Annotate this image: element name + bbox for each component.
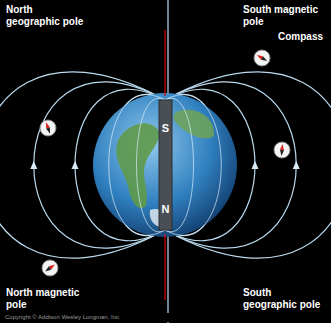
compass (42, 260, 58, 276)
compass (40, 120, 56, 136)
field-line (165, 95, 221, 236)
compasses (40, 50, 290, 276)
magnet-pole-letter: S (160, 121, 171, 136)
part-label: North magnetic pole (4, 286, 90, 311)
continent (116, 123, 158, 208)
part-label: South magnetic pole (241, 3, 327, 28)
field-arrow (30, 161, 37, 169)
field-lines-over (109, 95, 222, 236)
part-label: Compass (276, 30, 331, 44)
part-label: South geographic pole (241, 286, 327, 311)
magnet-pole-letter: N (160, 202, 172, 217)
field-arrow (252, 161, 259, 169)
geographic-axis (164, 234, 165, 300)
field-line (167, 230, 168, 323)
field-arrow (72, 161, 79, 169)
part-label: North geographic pole (4, 3, 90, 28)
field-line (109, 95, 165, 236)
field-arrow (293, 161, 300, 169)
compass (254, 50, 270, 66)
field-line (167, 0, 168, 100)
bar-magnet (159, 100, 172, 230)
geographic-axis (164, 30, 165, 96)
compass (274, 142, 290, 158)
copyright-note: Copyright © Addison Wesley Longman, Inc. (3, 313, 247, 322)
continent (174, 110, 215, 139)
earth (93, 93, 237, 237)
